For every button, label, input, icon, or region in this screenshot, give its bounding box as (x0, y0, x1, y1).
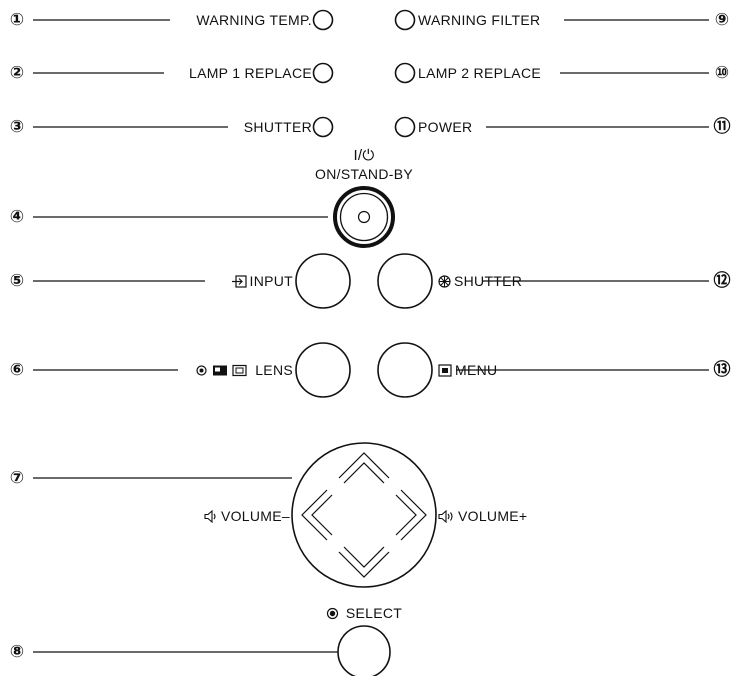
pad-left-arrow[interactable] (298, 490, 336, 540)
shutter-indicator-label: SHUTTER (243, 119, 312, 135)
warning-temp-label: WARNING TEMP. (196, 12, 312, 28)
on-standby-label: ON/STAND-BY (315, 166, 413, 182)
speaker-low-icon (204, 510, 216, 523)
lamp1-replace-led (312, 62, 334, 84)
select-button-shape (337, 625, 391, 676)
lamp2-replace-led (394, 62, 416, 84)
lens-button-shape (295, 342, 351, 398)
input-button[interactable] (296, 254, 350, 308)
warning-filter-led (394, 9, 416, 31)
callout-8: ⑧ (9, 642, 25, 662)
shutter-button-shape (377, 253, 433, 309)
select-button-label[interactable]: SELECT (294, 605, 434, 621)
shutter-led (312, 116, 334, 138)
select-dot-icon (326, 607, 338, 620)
shutter-button-label[interactable]: SHUTTER (438, 273, 522, 289)
pad-right-arrow[interactable] (392, 490, 430, 540)
input-text: INPUT (249, 273, 293, 289)
lens-text: LENS (255, 362, 293, 378)
select-button[interactable] (338, 626, 390, 678)
input-button-shape (295, 253, 351, 309)
callout-5: ⑤ (9, 271, 25, 291)
callout-2: ② (9, 63, 25, 83)
menu-icon (438, 364, 452, 377)
callout-12: ⑫ (713, 271, 731, 291)
on-standby-button-hit[interactable] (335, 188, 393, 246)
speaker-high-icon (438, 510, 453, 523)
callout-7: ⑦ (9, 468, 25, 488)
pointing-pad (291, 442, 437, 588)
lamp2-replace-label: LAMP 2 REPLACE (418, 65, 541, 81)
menu-button-shape (377, 342, 433, 398)
pad-up-arrow[interactable] (340, 448, 388, 486)
on-standby-button (333, 186, 395, 248)
volume-plus-text: VOLUME+ (458, 508, 528, 524)
menu-button[interactable] (378, 343, 432, 397)
callout-10: ⑩ (714, 63, 730, 83)
shutter-button[interactable] (378, 254, 432, 308)
callout-4: ④ (9, 207, 25, 227)
power-indicator-label: POWER (418, 119, 473, 135)
callout-13: ⑬ (713, 360, 731, 380)
callout-9: ⑨ (714, 10, 730, 30)
lens-button-label[interactable]: LENS (160, 362, 293, 378)
select-text: SELECT (345, 605, 403, 621)
input-button-label[interactable]: INPUT (190, 273, 293, 289)
power-symbol-label: I/⏻ (353, 147, 375, 164)
volume-minus-text: VOLUME– (220, 508, 290, 524)
lamp1-replace-label: LAMP 1 REPLACE (189, 65, 312, 81)
menu-button-label[interactable]: MENU (438, 362, 497, 378)
callout-3: ③ (9, 117, 25, 137)
shutter-text: SHUTTER (454, 273, 523, 289)
power-led (394, 116, 416, 138)
warning-temp-led (312, 9, 334, 31)
callout-6: ⑥ (9, 360, 25, 380)
shutter-icon (438, 275, 451, 288)
volume-minus-label[interactable]: VOLUME– (178, 508, 290, 524)
pad-down-arrow[interactable] (340, 544, 388, 582)
lens-button[interactable] (296, 343, 350, 397)
callout-11: ⑪ (713, 117, 731, 137)
input-arrow-icon (231, 275, 247, 288)
callout-1: ① (9, 10, 25, 30)
volume-plus-label[interactable]: VOLUME+ (438, 508, 527, 524)
menu-text: MENU (455, 362, 498, 378)
warning-filter-label: WARNING FILTER (418, 12, 541, 28)
lens-icons (196, 364, 247, 377)
